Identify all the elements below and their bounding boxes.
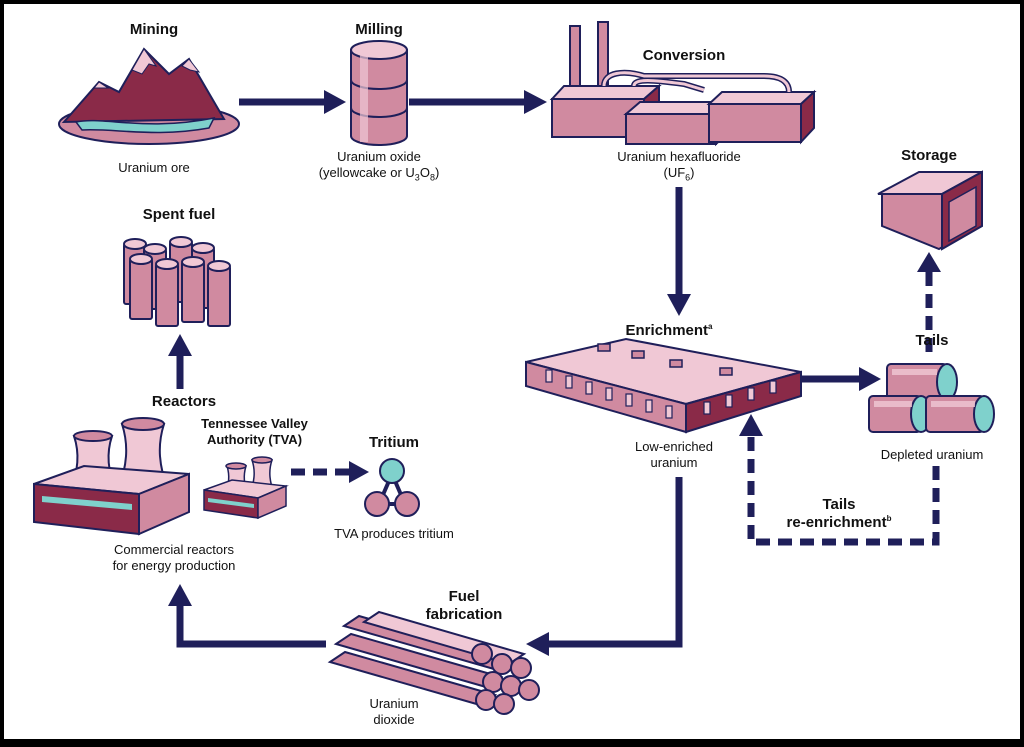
arrow-reactors-to-spent-fuel-head [168,334,192,356]
arrow-fuel-fabrication-to-reactors [176,606,326,648]
fuel-fabrication-title: Fuel fabrication [409,588,519,624]
tva-title-line-2: Authority (TVA) [206,431,303,447]
conversion-sub-6: 6 [685,172,691,183]
conversion-caption-text-a: (UF [663,164,686,180]
milling-barrel-icon [350,40,408,146]
milling-title: Milling [355,21,403,38]
milling-caption-line-2: (yellowcake or U3O8) [299,165,459,183]
conversion-caption-line-1: Uranium hexafluoride [617,149,741,164]
reactors-caption-line-2: for energy production [112,557,236,573]
fuel-fabrication-title-line-2: fabrication [425,606,503,623]
enrichment-caption-line-1: Low-enriched [634,439,714,454]
tva-title: Tennessee Valley Authority (TVA) [182,416,327,447]
arrow-tva-to-tritium-head [349,461,369,483]
fuel-rods-icon [327,610,540,715]
tails-caption: Depleted uranium [880,447,984,462]
tails-reenrichment-label: Tails re-enrichmentb [774,496,904,532]
dashed-arrow-heads [349,252,941,483]
conversion-factory-icon [549,21,817,147]
enrichment-caption-line-2: uranium [650,454,698,470]
reactors-caption: Commercial reactors for energy productio… [89,542,259,573]
commercial-reactors-icon [33,417,190,536]
tritium-caption: TVA produces tritium [334,526,454,541]
conversion-caption: Uranium hexafluoride (UF6) [599,149,759,183]
enrichment-title: Enrichmenta [604,322,734,340]
enrichment-footnote-mark: a [708,322,713,331]
enrichment-building-icon [525,337,802,434]
arrow-tails-reenrichment [747,436,940,546]
tails-reenrichment-footnote-mark: b [886,514,892,523]
spent-fuel-rods-icon [123,236,231,327]
conversion-caption-text-b: ) [690,164,695,180]
arrow-fuel-fabrication-to-reactors-head [168,584,192,606]
tails-cylinders-icon [868,363,995,433]
tails-title: Tails [915,332,949,349]
tritium-title: Tritium [368,434,419,451]
milling-sub-3: 3 [414,172,420,183]
arrow-milling-to-conversion-head [524,90,547,114]
milling-caption-text-c: ) [434,164,440,180]
arrow-conversion-to-enrichment-head [667,294,691,316]
flow-arrows [168,90,881,656]
arrow-tails-reenrichment-head [739,414,763,436]
conversion-title: Conversion [642,47,726,64]
milling-caption-text-b: O [419,164,430,180]
dashed-arrows [291,272,940,546]
milling-sub-8: 8 [429,172,435,183]
fuel-fabrication-caption-line-1: Uranium [369,696,419,711]
arrow-mining-to-milling-head [324,90,346,114]
enrichment-title-text: Enrichment [625,322,709,339]
milling-caption-text-a: (yellowcake or U [318,164,415,180]
milling-caption: Uranium oxide (yellowcake or U3O8) [299,149,459,183]
tails-reenrichment-line-2: re-enrichmentb [774,514,904,532]
arrow-enrichment-to-fuel-fabrication [549,477,683,648]
fuel-fabrication-caption: Uranium dioxide [344,696,444,727]
mining-caption: Uranium ore [118,160,190,175]
spent-fuel-title: Spent fuel [142,206,216,223]
conversion-caption-line-2: (UF6) [599,165,759,183]
tails-reenrichment-text: re-enrichment [786,514,887,531]
milling-caption-line-1: Uranium oxide [337,149,421,164]
enrichment-caption: Low-enriched uranium [614,439,734,470]
fuel-fabrication-caption-line-2: dioxide [373,711,415,727]
reactors-title: Reactors [151,393,217,410]
tritium-molecule-icon [364,458,420,517]
arrow-enrichment-to-fuel-fabrication-head [526,632,549,656]
tva-title-line-1: Tennessee Valley [201,416,308,431]
tails-reenrichment-line-1: Tails [822,496,856,513]
nuclear-fuel-cycle-diagram: Mining Uranium ore Milling Uranium oxide… [4,4,1020,739]
storage-title: Storage [901,147,957,164]
arrow-tails-to-storage-head [917,252,941,272]
reactors-caption-line-1: Commercial reactors [114,542,234,557]
tva-reactor-icon [203,456,289,520]
mining-mountain-icon [58,47,240,145]
diagram-graphics [33,21,995,715]
mining-title: Mining [129,21,179,38]
storage-shed-icon [877,170,983,251]
arrow-enrichment-to-tails-head [859,367,881,391]
fuel-fabrication-title-line-1: Fuel [448,588,480,605]
